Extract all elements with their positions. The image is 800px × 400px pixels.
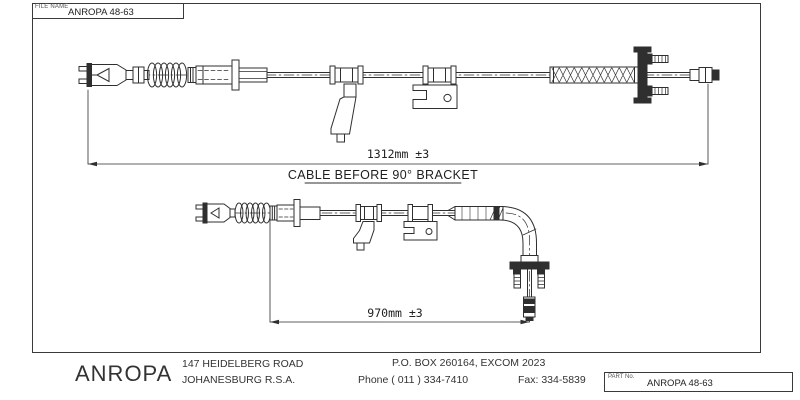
grommet-clamp-3: [355, 204, 382, 222]
grommet-clamp-4: [407, 204, 433, 222]
cable-end-fitting: [689, 67, 720, 83]
address-line-2: JOHANESBURG R.S.A.: [182, 373, 296, 386]
part-number-value: ANROPA 48-63: [647, 378, 713, 389]
file-name-box: FILE NAME ANROPA 48-63: [32, 3, 184, 19]
po-box-line: P.O. BOX 260164, EXCOM 2023: [392, 357, 546, 369]
file-name-label: FILE NAME: [35, 4, 69, 10]
dimension-text-top: 1312mm ±3: [367, 147, 429, 161]
grommet-clamp-2: [422, 65, 457, 85]
fax-line: Fax: 334-5839: [518, 374, 586, 386]
rubber-boot-2: [234, 202, 271, 224]
clevis-end: [78, 63, 134, 87]
part-number-label: PART No.: [608, 374, 635, 380]
conduit-and-90-bend: [447, 206, 537, 263]
caption-text: CABLE BEFORE 90° BRACKET: [288, 168, 478, 182]
dimension-text-bottom: 970mm ±3: [367, 306, 422, 320]
file-name-value: ANROPA 48-63: [68, 7, 134, 18]
hanger-bracket-1: [330, 83, 357, 143]
mounting-bracket-plate-2: [403, 221, 438, 241]
cable-connector: [132, 66, 150, 84]
top-cable-view: 1312mm ±3 CABLE BEFORE 90° BRACKET: [78, 46, 720, 184]
threaded-adjuster: [187, 59, 268, 91]
address-line-1: 147 HEIDELBERG ROAD: [182, 358, 304, 370]
company-name: ANROPA: [75, 361, 173, 386]
view-caption: CABLE BEFORE 90° BRACKET: [288, 168, 478, 184]
cable-walls: [266, 72, 693, 78]
dimension-970: 970mm ±3: [269, 220, 530, 325]
clevis-end-2: [195, 202, 236, 224]
hanger-bracket-2: [353, 221, 375, 251]
part-number-box: PART No. ANROPA 48-63: [604, 372, 793, 392]
rubber-boot: [146, 62, 188, 88]
centerline-bend: [469, 212, 530, 301]
phone-line: Phone ( 011 ) 334-7410: [358, 374, 469, 386]
two-stud-flange-bracket-2: [509, 255, 550, 289]
title-block: ANROPA 147 HEIDELBERG ROAD JOHANESBURG R…: [32, 352, 793, 392]
company-address: 147 HEIDELBERG ROAD JOHANESBURG R.S.A.: [182, 357, 303, 388]
two-stud-flange-bracket: [633, 46, 669, 104]
threaded-adjuster-2: [269, 199, 321, 227]
dimension-1312: 1312mm ±3: [87, 83, 709, 167]
bottom-cable-view: 970mm ±3: [195, 199, 550, 325]
spring-sleeve: [549, 66, 639, 84]
mounting-bracket-plate: [412, 84, 458, 109]
grommet-clamp-1: [329, 65, 364, 85]
